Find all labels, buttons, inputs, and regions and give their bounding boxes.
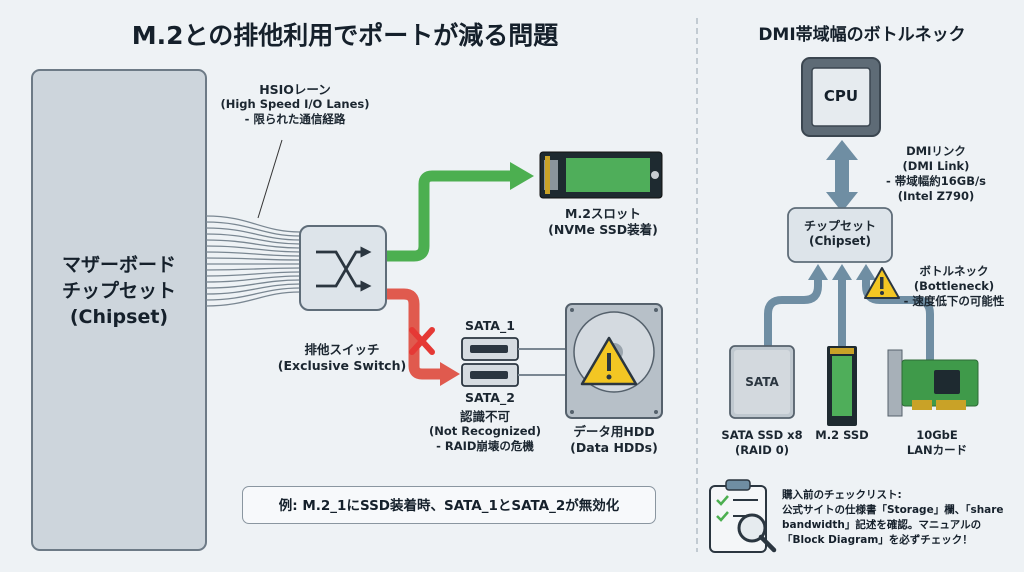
sata2-label: SATA_2 (465, 390, 515, 405)
red-x-icon (409, 327, 435, 355)
m2-slot-label-line: (NVMe SSD装着) (548, 222, 658, 237)
green-arrowhead (510, 162, 534, 190)
clipboard-checklist-icon (709, 479, 777, 553)
right-chipset-label-line: チップセット (803, 219, 876, 233)
not-recognized-label: 認識不可 (Not Recognized) - RAID崩壊の危機 (420, 409, 550, 454)
dmi-label-line: (DMI Link) (902, 159, 970, 173)
checklist-line: 「Block Diagram」を必ずチェック！ (782, 534, 973, 546)
switch-label: 排他スイッチ (Exclusive Switch) (272, 342, 412, 374)
not-recognized-line: - RAID崩壊の危機 (436, 439, 534, 453)
lan-card-icon (887, 349, 979, 417)
m2-ssd-card-icon (539, 151, 663, 199)
shuffle-icon (316, 246, 372, 292)
bottleneck-warning-icon (864, 267, 900, 299)
sata-port-1-icon (461, 337, 519, 361)
green-path-arrow (386, 170, 512, 262)
hsio-label-line: (High Speed I/O Lanes) (220, 97, 370, 111)
bottleneck-label-line: ボトルネック (919, 264, 989, 278)
hsio-label-line: HSIOレーン (259, 82, 331, 97)
lan-card-label-line: LANカード (906, 443, 968, 457)
exclusive-switch (299, 225, 387, 311)
dmi-label-line: - 帯域幅約16GB/s (885, 174, 987, 188)
hsio-label-line: - 限られた通信経路 (244, 112, 346, 126)
checklist-line: 購入前のチェックリスト: (782, 489, 902, 501)
m2-ssd-vertical-icon (827, 346, 857, 426)
red-arrowhead (440, 362, 460, 386)
not-recognized-line: 認識不可 (459, 409, 510, 424)
device-to-chipset-arrows (764, 278, 934, 360)
hdd-warning-icon (580, 336, 638, 386)
sata-ssd-text: SATA (745, 375, 779, 389)
not-recognized-line: (Not Recognized) (429, 424, 541, 438)
m2-slot-label: M.2スロット (NVMe SSD装着) (528, 206, 678, 238)
hdd-label: データ用HDD (Data HDDs) (552, 424, 676, 456)
dmi-label-line: DMIリンク (906, 144, 966, 158)
bottleneck-label-line: - 速度低下の可能性 (903, 294, 1005, 308)
hsio-label: HSIOレーン (High Speed I/O Lanes) - 限られた通信経… (200, 82, 390, 127)
checklist-line: 公式サイトの仕様書「Storage」欄、「share (782, 504, 1004, 516)
dmi-double-arrow (826, 140, 858, 212)
example-note: 例: M.2_1にSSD装着時、SATA_1とSATA_2が無効化 (242, 486, 656, 524)
dmi-label: DMIリンク (DMI Link) - 帯域幅約16GB/s (Intel Z7… (878, 144, 994, 204)
cpu-chip-icon (801, 57, 881, 137)
hsio-lanes (205, 215, 301, 307)
sata-ssd-label-line: (RAID 0) (734, 443, 790, 457)
right-chipset-label: チップセット (Chipset) (788, 219, 892, 249)
chipset-label-line: チップセット (61, 280, 176, 302)
right-chipset-box (787, 207, 893, 263)
hdd-label-line: データ用HDD (573, 424, 655, 439)
m2-slot-label-line: M.2スロット (565, 206, 641, 221)
sata-ssd-icon (729, 345, 795, 419)
hdd-label-line: (Data HDDs) (570, 440, 658, 455)
switch-label-line: 排他スイッチ (304, 342, 380, 357)
switch-label-line: (Exclusive Switch) (277, 358, 407, 373)
main-title: M.2との排他利用でポートが減る問題 (131, 21, 559, 50)
bottleneck-label-line: (Bottleneck) (913, 279, 995, 293)
chipset-label-line: マザーボード (61, 254, 176, 276)
sata-ssd-label: SATA SSD x8 (RAID 0) (706, 428, 818, 458)
chipset-block (31, 69, 207, 551)
chipset-label: マザーボード チップセット (Chipset) (34, 252, 204, 330)
checklist-line: bandwidth」記述を確認。マニュアルの (782, 519, 982, 531)
m2-ssd-label: M.2 SSD (815, 428, 869, 442)
hsio-pointer-line (257, 139, 283, 219)
cpu-label: CPU (823, 87, 859, 105)
device-arrowheads (808, 264, 876, 280)
sata-port-2-icon (461, 363, 519, 387)
bottleneck-label: ボトルネック (Bottleneck) - 速度低下の可能性 (896, 264, 1012, 309)
purchase-checklist: 購入前のチェックリスト: 公式サイトの仕様書「Storage」欄、「share … (782, 488, 1022, 548)
chipset-label-line: (Chipset) (69, 306, 169, 328)
lan-card-label-line: 10GbE (916, 428, 958, 442)
sata1-label: SATA_1 (465, 318, 515, 333)
right-chipset-label-line: (Chipset) (808, 234, 872, 248)
sata-ssd-label-line: SATA SSD x8 (721, 428, 803, 442)
dmi-label-line: (Intel Z790) (897, 189, 975, 203)
side-title: DMI帯域幅のボトルネック (758, 25, 966, 45)
lan-card-label: 10GbE LANカード (892, 428, 982, 458)
